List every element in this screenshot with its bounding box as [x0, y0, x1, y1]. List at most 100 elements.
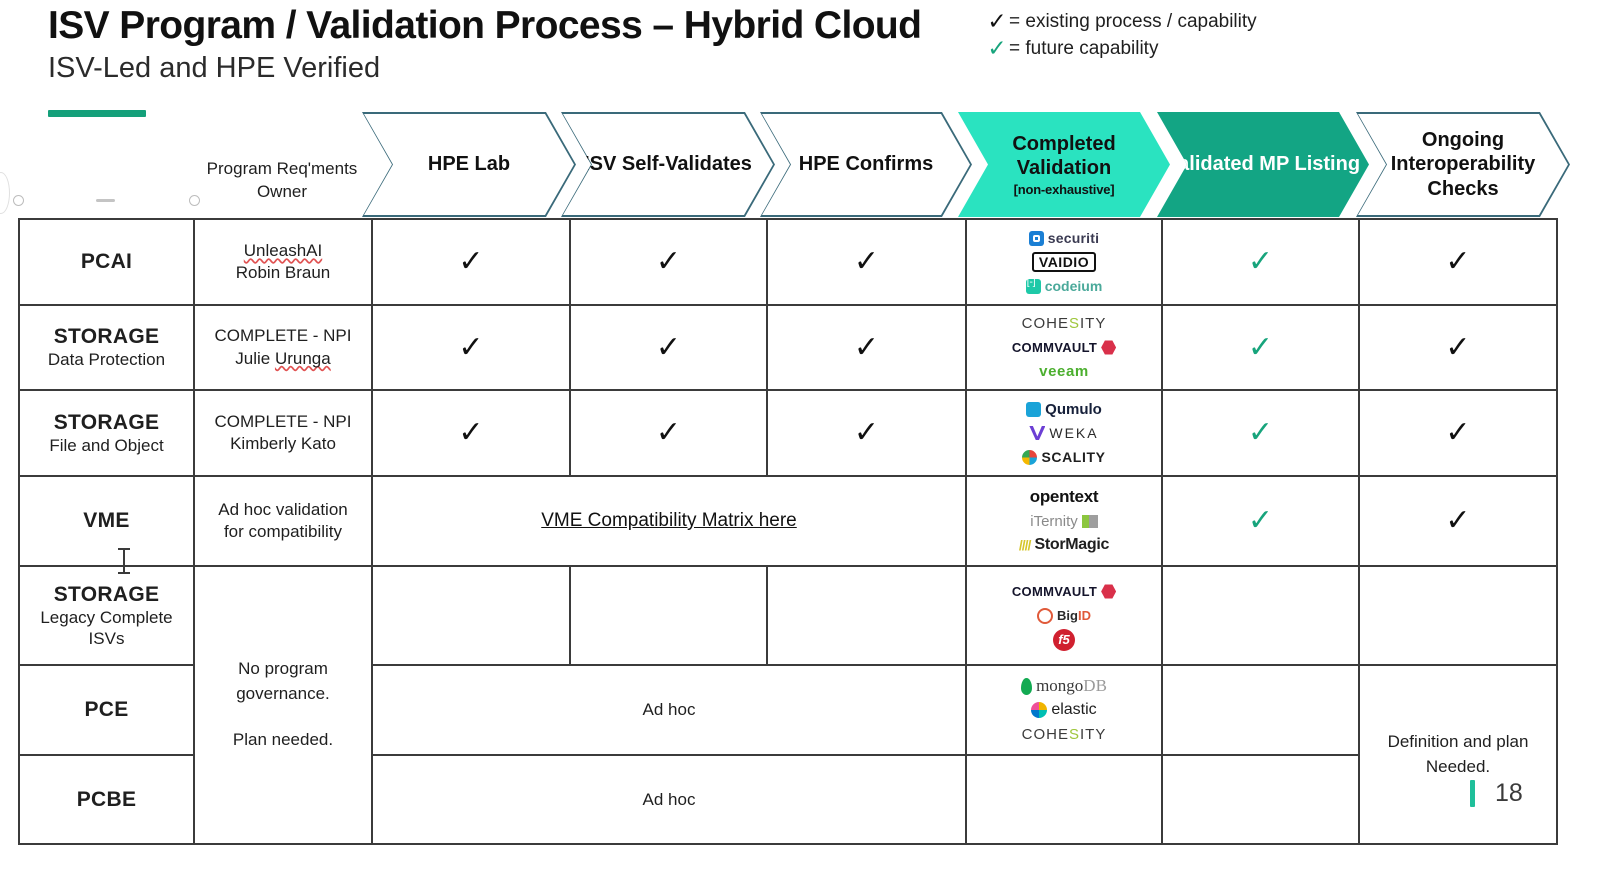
- legend-label-future: = future capability: [1009, 37, 1159, 59]
- stage-label: HPE Confirms: [798, 153, 934, 176]
- logo-text: COMMVAULT: [1011, 584, 1098, 599]
- table-row: PCAI UnleashAI Robin Braun ✓ ✓ ✓ securit…: [18, 218, 1558, 306]
- resize-handle-right[interactable]: [189, 195, 200, 206]
- page-number-block: 18: [1470, 779, 1523, 808]
- category-main: STORAGE: [53, 582, 160, 606]
- cell-ongoing: ✓: [1358, 304, 1558, 391]
- stage-chevron-hpe-confirms[interactable]: HPE Confirms: [760, 112, 972, 217]
- check-icon: ✓: [987, 35, 1007, 61]
- page-tick-mark: [1470, 780, 1475, 807]
- cell-vme-matrix-link[interactable]: VME Compatibility Matrix here: [371, 475, 967, 567]
- logo-stormagic: //// StorMagic: [1019, 536, 1110, 554]
- securiti-icon: [1028, 230, 1044, 246]
- commvault-icon: [1101, 340, 1117, 355]
- logo-elastic: elastic: [1031, 701, 1097, 719]
- stage-label: HPE Lab: [427, 153, 511, 176]
- logo-text: StorMagic: [1034, 536, 1110, 553]
- legend-item-future: ✓ = future capability: [985, 35, 1257, 62]
- legend-item-existing: ✓ = existing process / capability: [985, 8, 1256, 35]
- stage-chevron-hpe-lab[interactable]: HPE Lab: [362, 112, 576, 217]
- category-main: VME: [83, 509, 130, 533]
- category-sub: Data Protection: [47, 350, 166, 370]
- owner-line-1: COMPLETE - NPI: [214, 411, 352, 431]
- logo-codeium: codeium: [1025, 277, 1102, 295]
- qumulo-icon: [1026, 401, 1042, 417]
- logo-stack: opentext iTernity //// StorMagic: [971, 484, 1157, 558]
- cell-hpe-lab: ✓: [371, 304, 571, 391]
- cell-hpe-confirms: [766, 565, 967, 666]
- page-title: ISV Program / Validation Process – Hybri…: [48, 4, 922, 47]
- cell-completed-validation: mongoDB elastic COHESITY: [965, 664, 1163, 756]
- cell-completed-validation: COMMVAULT BigID f5: [965, 565, 1163, 666]
- category-sub: Legacy Complete ISVs: [40, 607, 173, 649]
- logo-text: iTernity: [1030, 512, 1078, 530]
- table-row: STORAGE File and Object COMPLETE - NPI K…: [18, 389, 1558, 477]
- row-category-cell: PCE: [18, 664, 195, 756]
- check-icon: ✓: [655, 329, 682, 365]
- logo-text: veeam: [1039, 363, 1089, 380]
- logo-cohesity: COHESITY: [1022, 725, 1107, 743]
- row-owner-cell: COMPLETE - NPI Julie Urunga: [193, 304, 373, 391]
- f5-icon: f5: [1053, 628, 1075, 651]
- check-icon: ✓: [1445, 329, 1471, 365]
- table-row: STORAGE Data Protection COMPLETE - NPI J…: [18, 304, 1558, 391]
- cell-completed-validation: COHESITY COMMVAULT veeam: [965, 304, 1163, 391]
- cell-validated-mp: [1161, 754, 1360, 845]
- cell-ongoing: ✓: [1358, 389, 1558, 477]
- stage-chevron-completed-validation[interactable]: Completed Validation [non-exhaustive]: [958, 112, 1170, 217]
- legend: ✓ = existing process / capability ✓ = fu…: [985, 8, 1257, 62]
- check-icon: ✓: [853, 244, 880, 279]
- codeium-icon: [1025, 277, 1041, 294]
- stage-label: Completed Validation: [1012, 132, 1116, 179]
- page-subtitle: ISV-Led and HPE Verified: [48, 51, 381, 84]
- logo-bigid: BigID: [1037, 607, 1091, 625]
- logo-opentext: opentext: [1029, 487, 1099, 506]
- adhoc-label: Ad hoc: [642, 789, 696, 809]
- logo-text: WEKA: [1049, 425, 1099, 441]
- stage-chevron-isv-self-validates[interactable]: ISV Self-Validates: [561, 112, 775, 217]
- row-owner-cell-merged: No program governance. Plan needed.: [193, 565, 373, 845]
- check-icon: ✓: [655, 244, 682, 279]
- vme-compatibility-matrix-link[interactable]: VME Compatibility Matrix here: [541, 510, 797, 531]
- cell-adhoc-pce: Ad hoc: [371, 664, 967, 756]
- check-icon: ✓: [458, 329, 484, 365]
- check-icon: ✓: [655, 415, 682, 450]
- table-row: PCBE Ad hoc: [18, 754, 1557, 845]
- elastic-icon: [1031, 702, 1048, 718]
- row-owner-cell: COMPLETE - NPI Kimberly Kato: [193, 389, 373, 477]
- logo-text: opentext: [1029, 487, 1099, 506]
- iternity-icon: [1081, 514, 1098, 528]
- logo-stack: COMMVAULT BigID f5: [971, 579, 1157, 653]
- cell-validated-mp: ✓: [1161, 389, 1360, 477]
- logo-qumulo: Qumulo: [1026, 400, 1102, 418]
- stage-chevron-validated-mp-listing[interactable]: Validated MP Listing: [1157, 112, 1369, 217]
- logo-mongodb: mongoDB: [1021, 676, 1107, 695]
- resize-handle-middle[interactable]: [96, 199, 115, 202]
- cell-hpe-confirms: ✓: [766, 218, 967, 306]
- cell-validated-mp: [1161, 565, 1360, 666]
- row-category-cell: VME: [18, 475, 195, 567]
- row-owner-cell: Ad hoc validation for compatibility: [193, 475, 373, 567]
- adhoc-label: Ad hoc: [642, 700, 696, 719]
- owner-line-2: Julie Urunga: [235, 348, 331, 368]
- category-main: PCBE: [76, 787, 137, 811]
- ongoing-note-line-1: Definition and plan: [1387, 731, 1529, 751]
- logo-weka: WEKA: [1029, 424, 1098, 442]
- logo-commvault: COMMVAULT: [1011, 583, 1117, 601]
- logo-scality: SCALITY: [1022, 448, 1105, 466]
- category-main: STORAGE: [53, 410, 160, 434]
- check-icon: ✓: [458, 244, 484, 279]
- check-icon: ✓: [458, 415, 484, 450]
- logo-stack: securiti VAIDIO codeium: [971, 225, 1157, 299]
- resize-handle-left[interactable]: [13, 195, 24, 206]
- category-main: STORAGE: [53, 325, 160, 349]
- owner-line-1: UnleashAI: [243, 240, 323, 260]
- stage-chevron-ongoing-interoperability-checks[interactable]: Ongoing Interoperability Checks: [1356, 112, 1570, 217]
- logo-text: SCALITY: [1041, 449, 1106, 465]
- logo-iternity: iTernity: [1030, 512, 1098, 530]
- logo-text: COHESITY: [1021, 315, 1107, 332]
- cell-hpe-confirms: ✓: [766, 389, 967, 477]
- cell-ongoing: ✓: [1358, 475, 1558, 567]
- cell-hpe-lab: ✓: [371, 218, 571, 306]
- stage-label: Validated MP Listing: [1165, 153, 1361, 176]
